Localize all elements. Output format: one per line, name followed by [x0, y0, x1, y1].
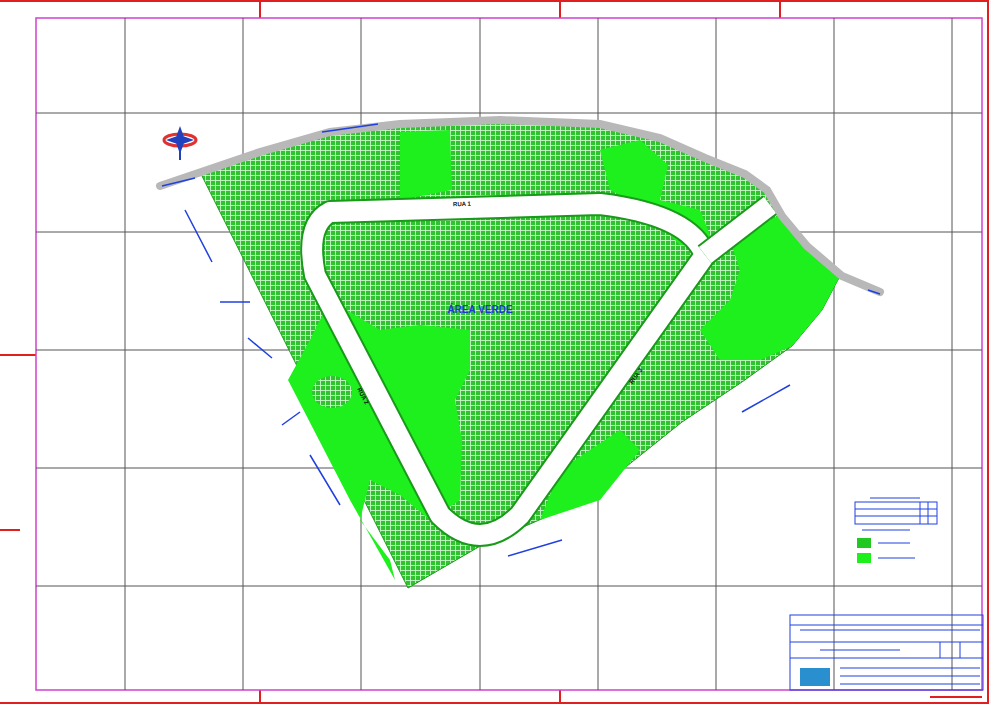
area-label: ÁREA VERDE	[447, 305, 512, 315]
street-label: RUA 1	[453, 201, 471, 208]
